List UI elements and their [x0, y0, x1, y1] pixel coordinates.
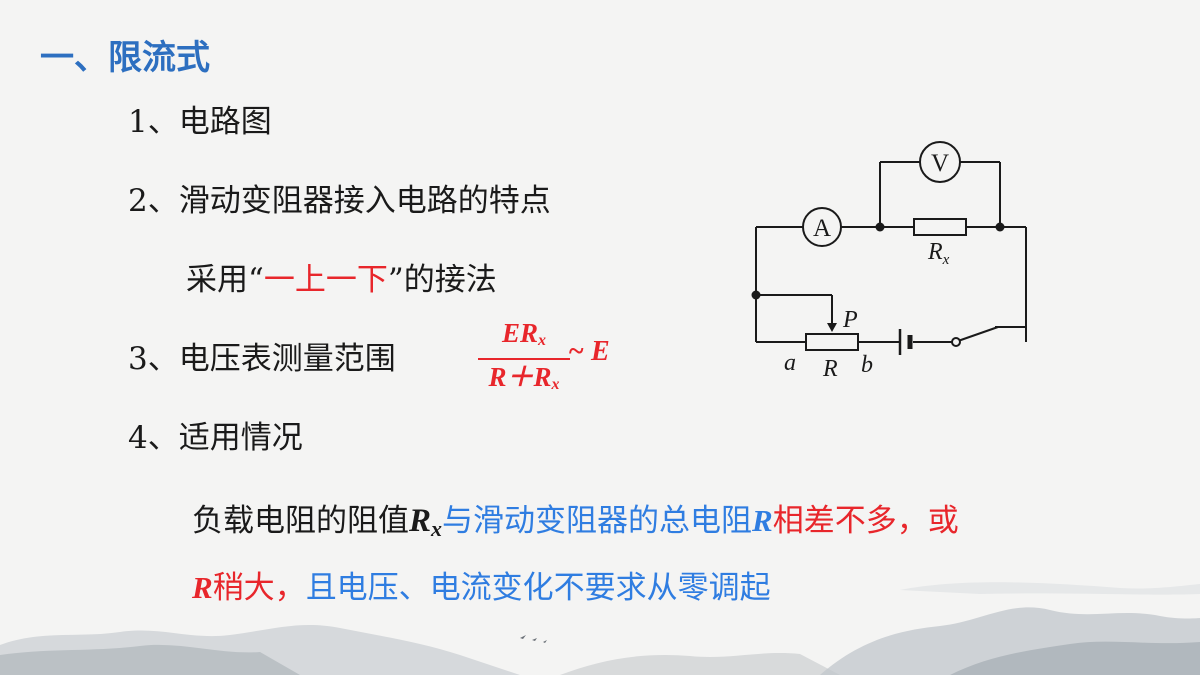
- feature-suffix: ”的接法: [387, 262, 497, 298]
- rheostat-label-r: R: [822, 356, 838, 382]
- end-label-a: a: [784, 350, 796, 376]
- cond-text-3: 相差不多，或: [772, 503, 959, 539]
- ink-landscape-decoration: [0, 582, 1200, 675]
- resistor-rx: [913, 218, 967, 236]
- fraction-bar: [478, 358, 570, 360]
- cond-text-4: 稍大，: [212, 570, 306, 606]
- range-formula-fraction: ERx R＋Rx: [478, 318, 570, 400]
- rx-label: Rx: [927, 239, 950, 268]
- cond-text-2: 与滑动变阻器的总电阻: [442, 503, 753, 539]
- voltmeter: V: [919, 141, 961, 183]
- cond-text-1: 负载电阻的阻值: [192, 503, 409, 539]
- cond-text-5: 且电压、电流变化不要求从零调起: [305, 570, 771, 606]
- item-circuit-diagram: 1、电路图: [128, 104, 272, 140]
- ammeter: A: [802, 207, 842, 247]
- slider-arrow: [827, 323, 837, 332]
- voltmeter-label: V: [931, 150, 949, 177]
- switch-contact: [951, 337, 961, 347]
- circuit-diagram: V A Rx P a R b: [751, 141, 1027, 382]
- junction-dots: [751, 222, 1005, 300]
- feature-highlight: 一上一下: [263, 262, 388, 298]
- item-voltage-range: 3、电压表测量范围: [128, 341, 396, 377]
- bird-icons: [520, 635, 547, 643]
- item-rheostat-feature: 2、滑动变阻器接入电路的特点: [128, 183, 551, 219]
- cond-r-symbol: R: [752, 503, 773, 538]
- feature-detail: 采用“一上一下”的接法: [186, 254, 497, 299]
- formula-numerator: ERx: [501, 318, 547, 349]
- cond-rx: Rx: [409, 503, 443, 541]
- condition-line-2: R稍大，且电压、电流变化不要求从零调起: [192, 562, 771, 607]
- condition-line-1: 负载电阻的阻值Rx与滑动变阻器的总电阻R相差不多，或: [192, 495, 959, 542]
- slider-label-p: P: [842, 307, 858, 333]
- feature-prefix: 采用“: [186, 262, 264, 298]
- item-usage: 4、适用情况: [128, 420, 303, 456]
- formula-tilde-e: ~ E: [568, 336, 610, 367]
- formula-denominator: R＋Rx: [488, 361, 560, 393]
- slide-title: 一、限流式: [40, 38, 210, 78]
- rheostat: [805, 333, 859, 351]
- end-label-b: b: [861, 352, 873, 378]
- ammeter-label: A: [813, 215, 831, 242]
- cond-r-symbol-2: R: [192, 570, 213, 605]
